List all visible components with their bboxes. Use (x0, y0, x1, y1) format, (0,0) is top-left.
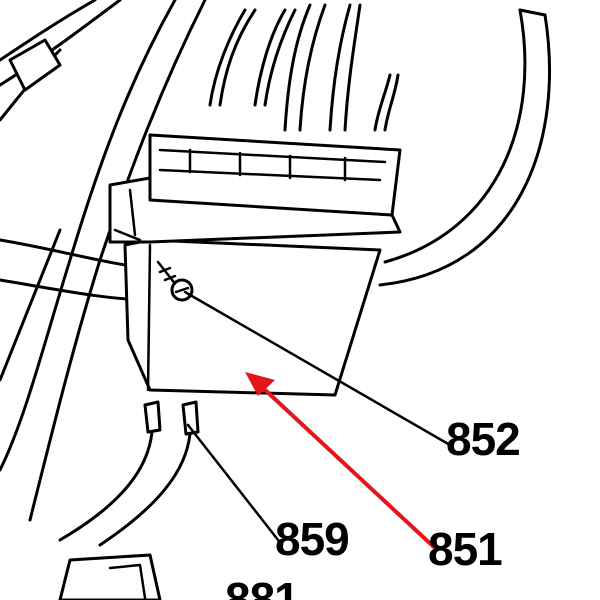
highlight-arrow (245, 372, 437, 550)
leader-lines (183, 290, 452, 547)
callout-859: 859 (275, 513, 349, 565)
callout-852: 852 (446, 413, 520, 465)
callout-partial: 881 (225, 573, 299, 600)
connector-housing (108, 133, 402, 397)
callout-851: 851 (428, 523, 502, 575)
wire-harness (0, 0, 207, 522)
bracket-partial (58, 553, 162, 600)
top-cables (208, 3, 552, 287)
screw-icon (156, 260, 194, 302)
terminal-pair (58, 400, 200, 547)
